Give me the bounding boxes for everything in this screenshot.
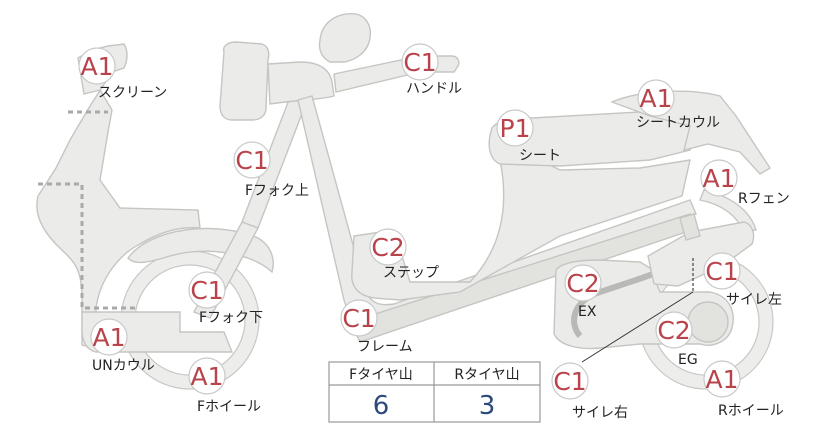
grade-badge [90, 318, 128, 356]
part-label: シート [519, 148, 561, 164]
part-c1-muffler-right: C1 サイレ右 [551, 362, 628, 421]
grade-text: A1 [639, 84, 672, 113]
front-tire-value: 6 [373, 391, 390, 421]
grade-badge [564, 264, 602, 302]
grade-badge [703, 252, 741, 290]
part-c2-step: C2 ステップ [369, 228, 439, 281]
mirror [318, 13, 372, 63]
part-label: EX [578, 304, 597, 320]
part-a1-rear-fender: A1 Rフェン [700, 159, 790, 207]
grade-text: A1 [92, 323, 125, 352]
grade-badge [401, 43, 439, 81]
part-c1-frame: C1 フレーム [340, 299, 413, 355]
grade-text: C2 [371, 233, 404, 262]
part-label: シートカウル [636, 115, 720, 131]
grade-badge [78, 47, 116, 85]
part-label: フレーム [357, 339, 413, 355]
part-label: サイレ左 [726, 292, 782, 308]
grade-text: A1 [702, 164, 735, 193]
grade-text: C1 [342, 304, 375, 333]
part-c2-exhaust: C2 EX [564, 264, 602, 320]
grade-text: C2 [657, 316, 690, 345]
grade-badge [233, 141, 271, 179]
grade-text: C1 [190, 276, 223, 305]
grade-badge [551, 362, 589, 400]
part-a1-screen: A1 スクリーン [78, 47, 167, 101]
part-c1-front-fork-upper: C1 Fフォク上 [233, 141, 309, 199]
part-a1-seat-cowl: A1 シートカウル [636, 79, 720, 131]
grade-badge [637, 79, 675, 117]
part-label: Rホイール [718, 403, 784, 419]
grade-text: C1 [235, 146, 268, 175]
grade-text: C1 [553, 367, 586, 396]
part-label: UNカウル [92, 358, 155, 374]
part-label: ハンドル [406, 81, 462, 97]
part-p1-seat: P1 シート [496, 109, 561, 164]
grade-text: C1 [403, 48, 436, 77]
part-c1-front-fork-lower: C1 Fフォク下 [188, 271, 263, 326]
rear-tire-value: 3 [479, 391, 496, 421]
front-body [267, 61, 335, 105]
part-c1-muffler-left: C1 サイレ左 [703, 252, 782, 308]
part-label: Fフォク上 [245, 183, 309, 199]
grade-badge [655, 311, 693, 349]
part-c2-engine: C2 EG [655, 311, 698, 368]
part-a1-under-cowl: A1 UNカウル [90, 318, 155, 374]
grade-badge [369, 228, 407, 266]
part-label: ステップ [383, 265, 439, 281]
front-tire-header: Fタイヤ山 [349, 367, 413, 383]
part-c1-handle: C1 ハンドル [401, 43, 462, 97]
grade-badge [700, 159, 738, 197]
grade-badge [188, 271, 226, 309]
part-label: EG [678, 352, 698, 368]
part-a1-rear-wheel: A1 Rホイール [703, 360, 784, 419]
rear-shock [679, 213, 701, 241]
grade-badge [496, 109, 534, 147]
rear-tire-header: Rタイヤ山 [454, 367, 519, 383]
part-label: サイレ右 [572, 405, 628, 421]
grade-text: P1 [500, 114, 531, 143]
grade-badge [340, 299, 378, 337]
tire-tread-table: Fタイヤ山 Rタイヤ山 6 3 [328, 361, 541, 423]
part-label: Fホイール [197, 399, 261, 415]
part-label: スクリーン [98, 85, 167, 101]
part-label: Rフェン [738, 191, 790, 207]
grade-text: C2 [566, 269, 599, 298]
headlight [219, 41, 270, 121]
grade-text: A1 [190, 362, 223, 391]
exhaust-pipe [571, 267, 666, 338]
grade-badge [703, 360, 741, 398]
part-label: Fフォク下 [199, 310, 263, 326]
grade-text: A1 [705, 365, 738, 394]
grade-badge [188, 357, 226, 395]
grade-text: A1 [80, 52, 113, 81]
part-a1-front-wheel: A1 Fホイール [188, 357, 261, 415]
grade-text: C1 [705, 257, 738, 286]
